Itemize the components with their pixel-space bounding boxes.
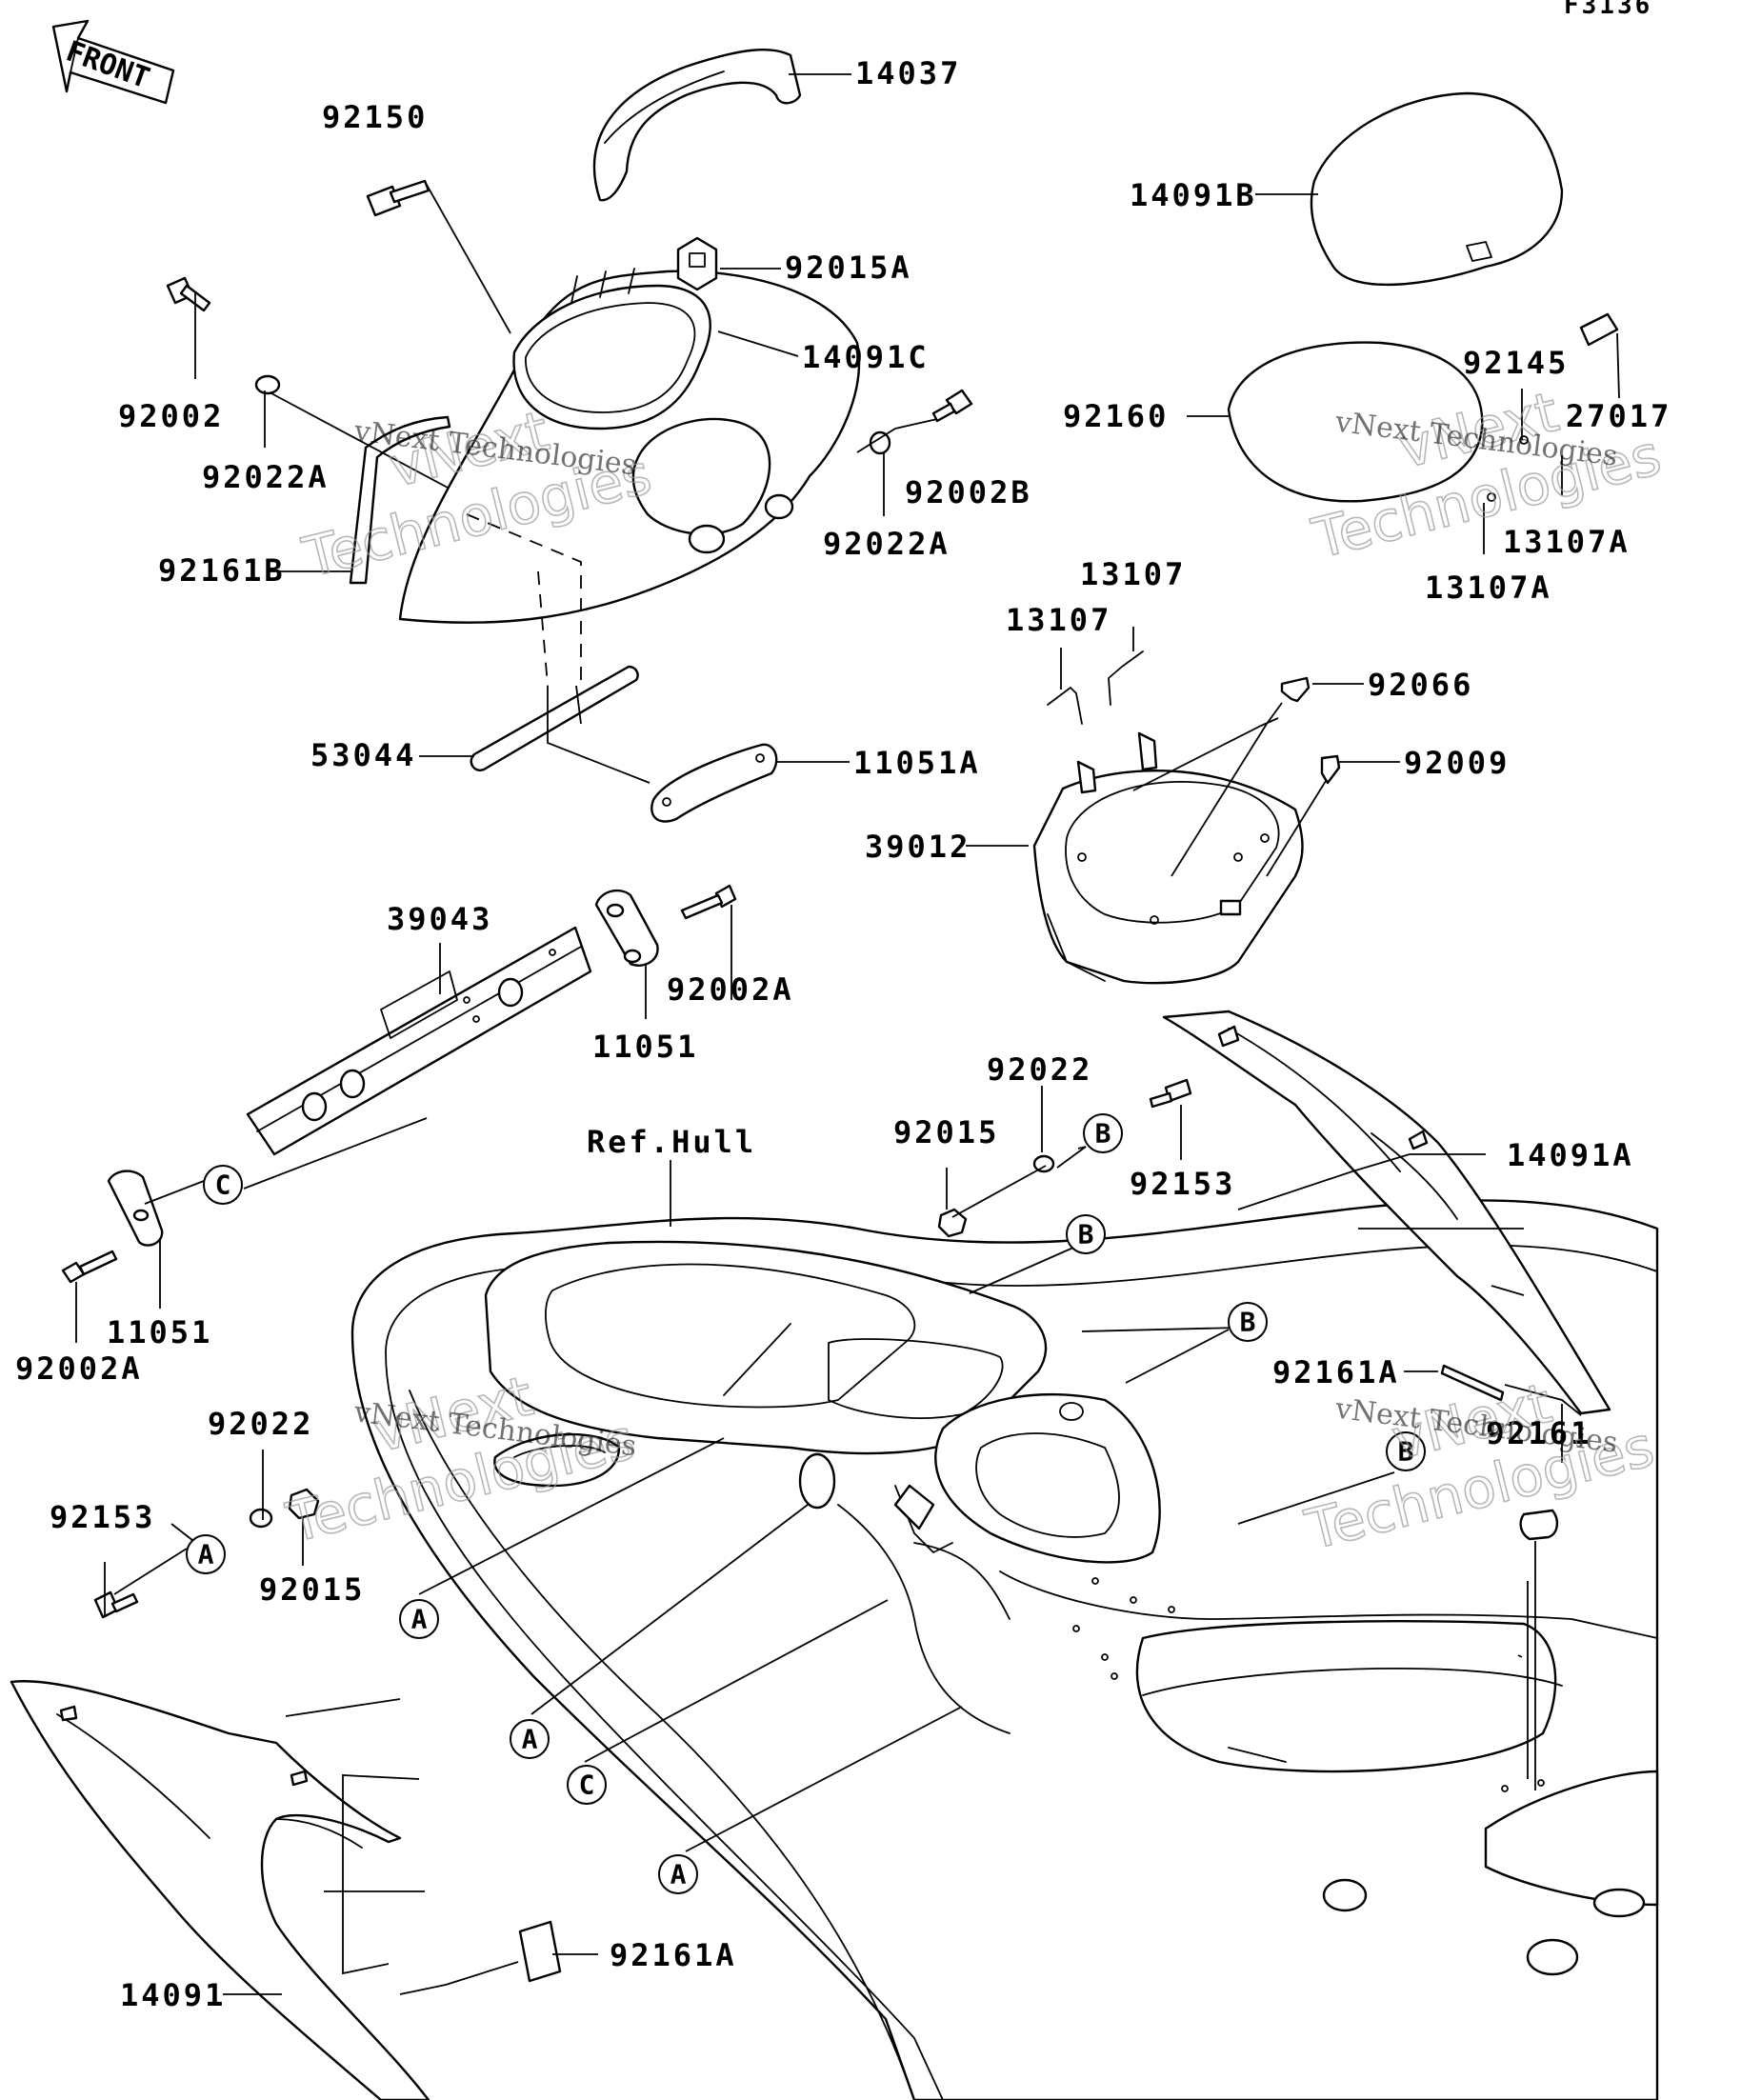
label-14091C: 14091C: [802, 339, 930, 375]
label-92161A-lower: 92161A: [610, 1937, 737, 1973]
label-92161B: 92161B: [158, 552, 286, 589]
hull-reference: [350, 1199, 1659, 2100]
ref-marker-c-1: C: [215, 1170, 231, 1201]
label-92150: 92150: [322, 99, 428, 135]
part-92002A-bolt-upper: [680, 884, 737, 920]
ref-marker-a-4: A: [670, 1859, 687, 1890]
part-27017-pad: [1579, 312, 1619, 347]
part-92022A-washer-left: [254, 374, 281, 395]
label-92160: 92160: [1063, 398, 1169, 434]
ref-marker-b-1: B: [1095, 1118, 1111, 1150]
label-92066: 92066: [1368, 667, 1473, 703]
part-92022-washer-upper: [1032, 1154, 1055, 1173]
part-14091C-dash-cover: [398, 268, 861, 624]
part-92153-clip-upper: [1149, 1078, 1192, 1109]
part-14037-grab-handle: [592, 48, 802, 202]
label-14091: 14091: [120, 1977, 226, 2013]
part-92161A-strip-lower: [518, 1920, 562, 1983]
part-92009-screw: [1320, 754, 1341, 785]
label-92015A: 92015A: [785, 250, 912, 286]
part-92015-nut-lower: [288, 1488, 320, 1520]
part-13107-spring-right: [1108, 650, 1144, 706]
part-92015A-clip-nut: [676, 236, 718, 291]
label-11051-lower: 11051: [107, 1314, 212, 1350]
front-arrow-label: FRONT: [62, 35, 154, 96]
label-14091A: 14091A: [1507, 1137, 1634, 1173]
part-number-labels: 14037 92150 92015A 14091C 92002 92022A 9…: [15, 55, 1671, 2013]
label-92002A-upper: 92002A: [667, 971, 794, 1008]
ref-marker-a-1: A: [198, 1539, 214, 1570]
label-92022A-left: 92022A: [202, 459, 330, 495]
label-11051A: 11051A: [853, 745, 981, 781]
label-53044: 53044: [310, 737, 416, 773]
part-92150-bolt: [366, 179, 430, 217]
part-39043-panel: [246, 926, 592, 1156]
label-13107-upper: 13107: [1080, 556, 1186, 592]
label-92022A-right: 92022A: [823, 526, 951, 562]
label-13107-lower: 13107: [1006, 602, 1111, 638]
part-92161-plug: [1519, 1509, 1559, 1541]
diagram-code: F3136: [1564, 0, 1652, 20]
label-92009: 92009: [1404, 745, 1510, 781]
part-92002B-bolt: [931, 389, 973, 423]
ref-marker-b-4: B: [1398, 1436, 1414, 1468]
ref-marker-b-3: B: [1240, 1307, 1256, 1338]
part-92161A-strip-upper: [1440, 1364, 1505, 1402]
front-direction-arrow-icon: FRONT: [51, 19, 175, 105]
label-92161: 92161: [1486, 1415, 1591, 1451]
part-14091A-side-panel: [1162, 1010, 1611, 1415]
label-13107A-lower: 13107A: [1425, 570, 1552, 606]
label-13107A-upper: 13107A: [1503, 524, 1631, 560]
part-13107-spring-left: [1047, 687, 1083, 725]
label-92002B: 92002B: [905, 474, 1032, 510]
label-ref-hull: Ref.Hull: [587, 1124, 756, 1160]
label-92145: 92145: [1463, 345, 1569, 381]
label-14091B: 14091B: [1130, 177, 1257, 213]
label-92153-upper: 92153: [1130, 1166, 1235, 1202]
label-92015-lower: 92015: [259, 1571, 365, 1608]
ref-marker-a-3: A: [522, 1724, 538, 1755]
part-92153-clip-lower: [93, 1590, 139, 1619]
label-92022-lower: 92022: [208, 1406, 313, 1442]
ref-marker-c-2: C: [579, 1770, 595, 1801]
label-92015-upper: 92015: [893, 1114, 999, 1150]
part-92022A-washer-right: [869, 430, 891, 455]
part-92015-nut-upper: [937, 1208, 968, 1238]
label-92022-upper: 92022: [987, 1051, 1092, 1088]
label-14037: 14037: [855, 55, 961, 91]
label-39043: 39043: [387, 901, 492, 937]
ref-marker-a-2: A: [411, 1604, 428, 1635]
hull-bolt-holes: [1072, 1577, 1545, 1792]
part-92066-screw: [1280, 676, 1311, 703]
part-92002-bolt: [166, 276, 211, 312]
leader-lines: [75, 73, 1620, 1995]
part-39012-storage-bin: [1032, 731, 1304, 985]
part-11051A-bracket: [650, 743, 778, 823]
label-39012: 39012: [865, 829, 971, 865]
reference-markers: C B B B B A A A C A: [186, 1113, 1426, 1894]
label-11051-upper: 11051: [592, 1029, 698, 1065]
part-92022-washer-lower: [249, 1508, 273, 1529]
label-27017: 27017: [1566, 398, 1671, 434]
part-14091B-seat-cover: [1310, 91, 1564, 287]
part-92002A-bolt-lower: [61, 1250, 118, 1284]
label-92002A-lower: 92002A: [15, 1350, 143, 1387]
part-11051-plate-upper: [594, 889, 659, 967]
label-92161A-upper: 92161A: [1272, 1354, 1400, 1390]
part-11051-plate-lower: [107, 1170, 164, 1247]
part-92161B-strip: [349, 415, 451, 585]
part-53044-rod: [470, 665, 639, 771]
part-92160-cushion: [1227, 341, 1484, 503]
label-92153-lower: 92153: [50, 1499, 155, 1535]
label-92002: 92002: [118, 398, 224, 434]
part-14091-side-panel: [10, 1680, 430, 2100]
ref-marker-b-2: B: [1078, 1219, 1094, 1250]
